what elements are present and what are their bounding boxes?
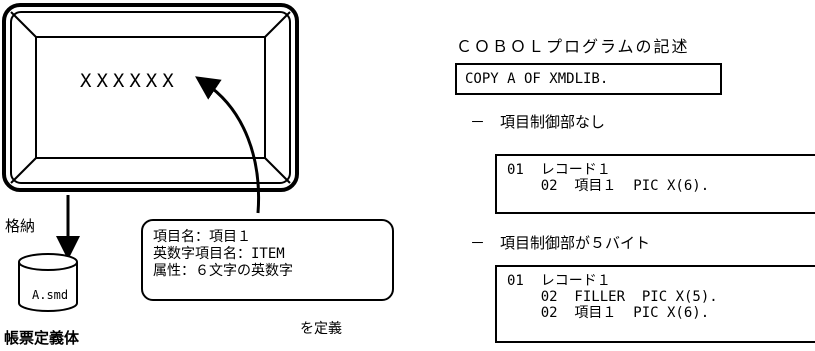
storage-label: 格納 — [5, 217, 36, 235]
bevel-tr — [264, 11, 291, 38]
case-heading-5byte-control: － 項目制御部が５バイト — [470, 234, 651, 252]
code-line: 01 レコード１ — [507, 162, 611, 178]
form-file-cylinder-icon — [18, 253, 78, 312]
code-line: 02 項目１ PIC X(6). — [507, 178, 710, 194]
code-box-5byte-control: 01 レコード１ 02 FILLER PIC X(5). 02 項目１ PIC … — [495, 265, 815, 343]
definition-arrow — [195, 76, 261, 214]
copy-statement-box: COPY A OF XMDLIB. — [455, 63, 722, 95]
form-file-name: A.smd — [32, 288, 69, 302]
bevel-br — [264, 157, 291, 184]
code-line: 01 レコード１ — [507, 273, 611, 289]
definition-box: 項目名：項目１ 英数字項目名：ITEM 属性：６文字の英数字 — [141, 219, 394, 301]
copy-statement: COPY A OF XMDLIB. — [465, 71, 609, 87]
code-line: 02 FILLER PIC X(5). — [507, 289, 718, 305]
code-line: 02 項目１ PIC X(6). — [507, 305, 710, 321]
code-box-no-control: 01 レコード１ 02 項目１ PIC X(6). — [495, 154, 815, 214]
definition-line-attribute: 属性：６文字の英数字 — [153, 263, 293, 279]
definition-caption: を定義 — [300, 321, 342, 337]
definition-line-item-name: 項目名：項目１ — [153, 229, 251, 245]
form-file-caption: 帳票定義体 — [4, 329, 80, 347]
screen-display — [35, 36, 266, 159]
definition-line-alnum-name: 英数字項目名：ITEM — [153, 246, 285, 262]
bevel-bl — [10, 157, 37, 184]
screen-field-text: XXXXXX — [80, 70, 179, 92]
bevel-tl — [10, 11, 37, 38]
case-heading-no-control: － 項目制御部なし — [470, 113, 606, 131]
cobol-title: ＣＯＢＯＬプログラムの記述 — [456, 37, 690, 56]
